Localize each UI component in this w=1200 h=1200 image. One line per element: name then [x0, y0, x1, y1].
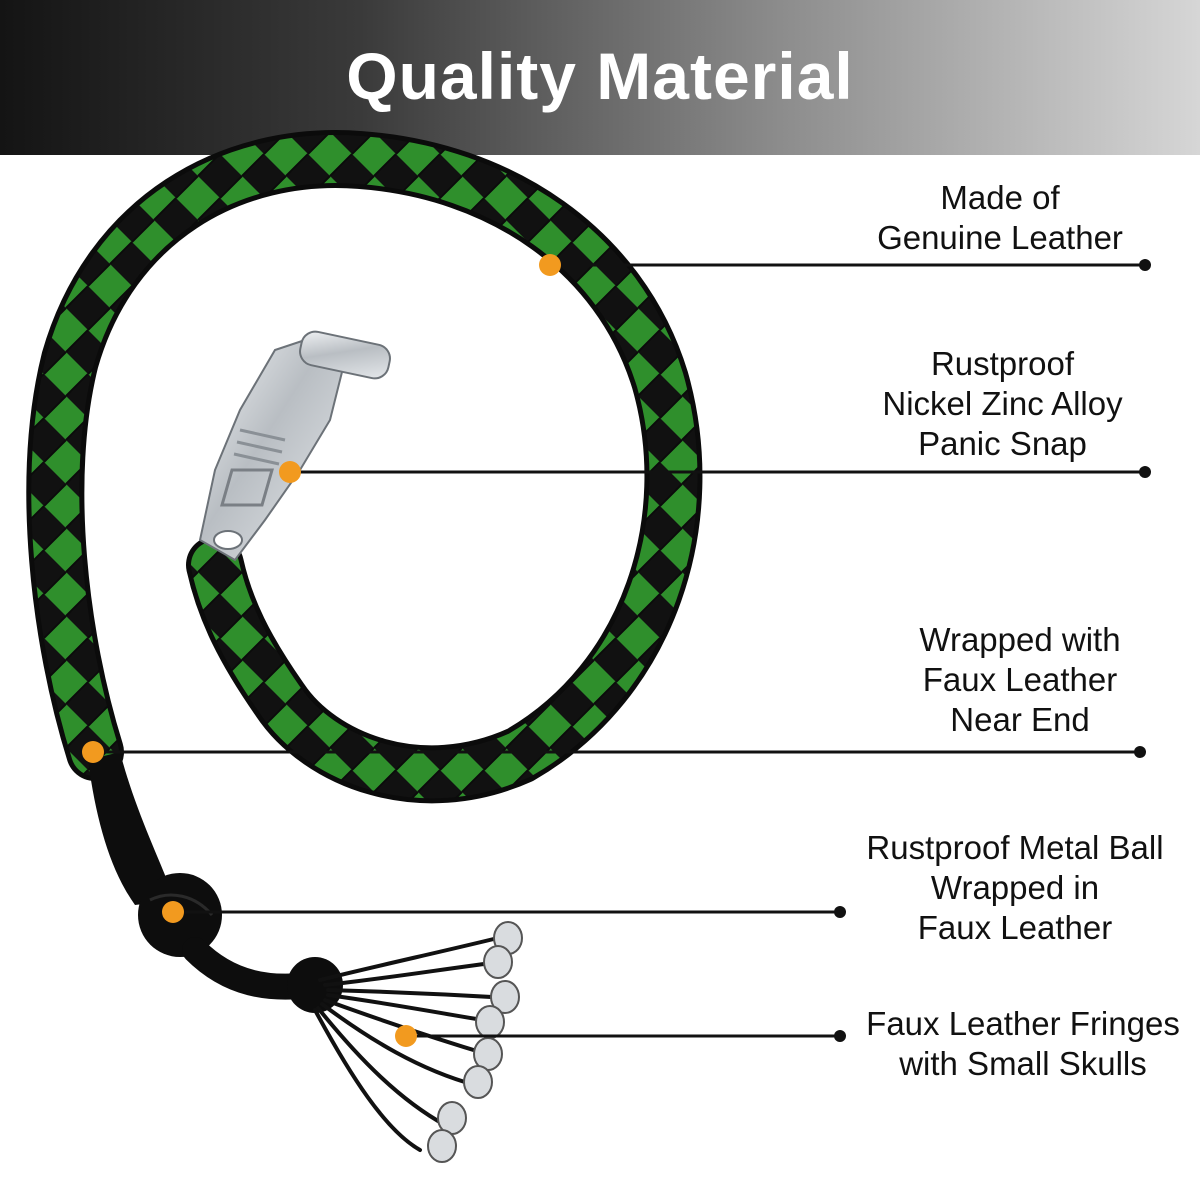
callout-line: Made of	[940, 179, 1060, 216]
skull-beads	[427, 921, 523, 1163]
callout-line: Genuine Leather	[877, 219, 1123, 256]
callout-line: with Small Skulls	[899, 1045, 1147, 1082]
callout-metal-ball: Rustproof Metal Ball Wrapped in Faux Lea…	[840, 828, 1190, 948]
callout-line: Wrapped with	[919, 621, 1121, 658]
callout-line: Wrapped in	[930, 869, 1100, 906]
callout-line: Faux Leather Fringes	[866, 1005, 1180, 1042]
callout-line: Near End	[950, 701, 1090, 738]
whip-handle	[88, 752, 343, 1013]
callout-line: Rustproof Metal Ball	[866, 829, 1164, 866]
callout-lines	[93, 263, 1145, 1038]
braided-whip	[26, 130, 703, 804]
callout-endpoints	[834, 259, 1151, 1042]
panic-snap	[198, 330, 391, 562]
header-banner: Quality Material	[0, 0, 1200, 155]
callout-markers	[82, 254, 561, 1047]
callout-line: Faux Leather	[917, 909, 1113, 946]
callout-genuine-leather: Made of Genuine Leather	[860, 178, 1140, 258]
callout-line: Faux Leather	[922, 661, 1118, 698]
callout-faux-leather-end: Wrapped with Faux Leather Near End	[890, 620, 1150, 740]
header-title: Quality Material	[346, 39, 854, 113]
callout-fringes: Faux Leather Fringes with Small Skulls	[848, 1004, 1198, 1084]
callout-line: Nickel Zinc Alloy	[882, 385, 1123, 422]
callout-line: Rustproof	[930, 345, 1075, 382]
callout-panic-snap: Rustproof Nickel Zinc Alloy Panic Snap	[860, 344, 1145, 464]
callout-line: Panic Snap	[918, 425, 1087, 462]
